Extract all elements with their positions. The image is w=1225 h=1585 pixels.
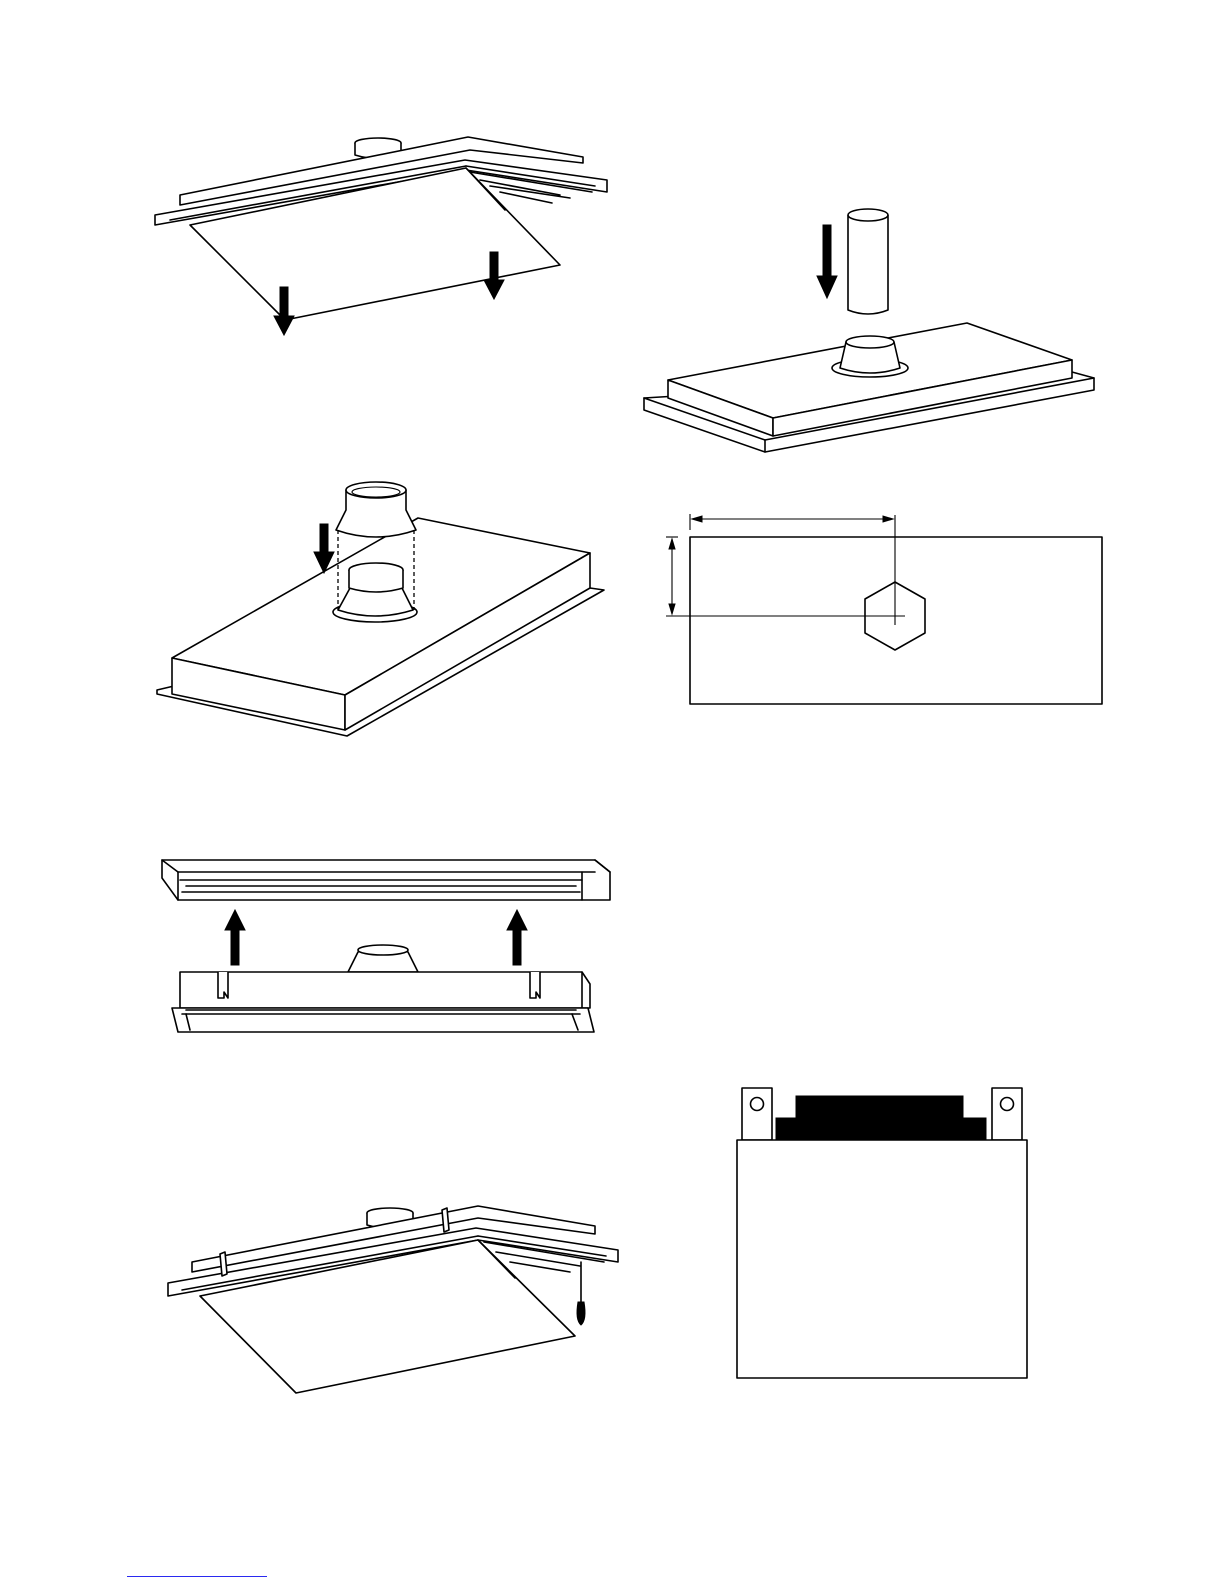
arrow-down-icon bbox=[817, 225, 837, 298]
fig-panel-with-latch bbox=[168, 1206, 618, 1393]
fig-panel-drop-down bbox=[155, 137, 607, 335]
fig-control-box bbox=[737, 1088, 1027, 1378]
arrow-up-icon bbox=[507, 910, 527, 965]
footer-link-underline[interactable] bbox=[127, 1576, 267, 1577]
fig-collar-position-drawing bbox=[666, 514, 1102, 704]
fig-duct-insert bbox=[644, 209, 1094, 452]
fig-frame-lift bbox=[162, 860, 610, 1032]
arrow-up-icon bbox=[225, 910, 245, 965]
fig-collar-attach bbox=[157, 482, 604, 736]
arrow-down-icon bbox=[314, 524, 334, 573]
